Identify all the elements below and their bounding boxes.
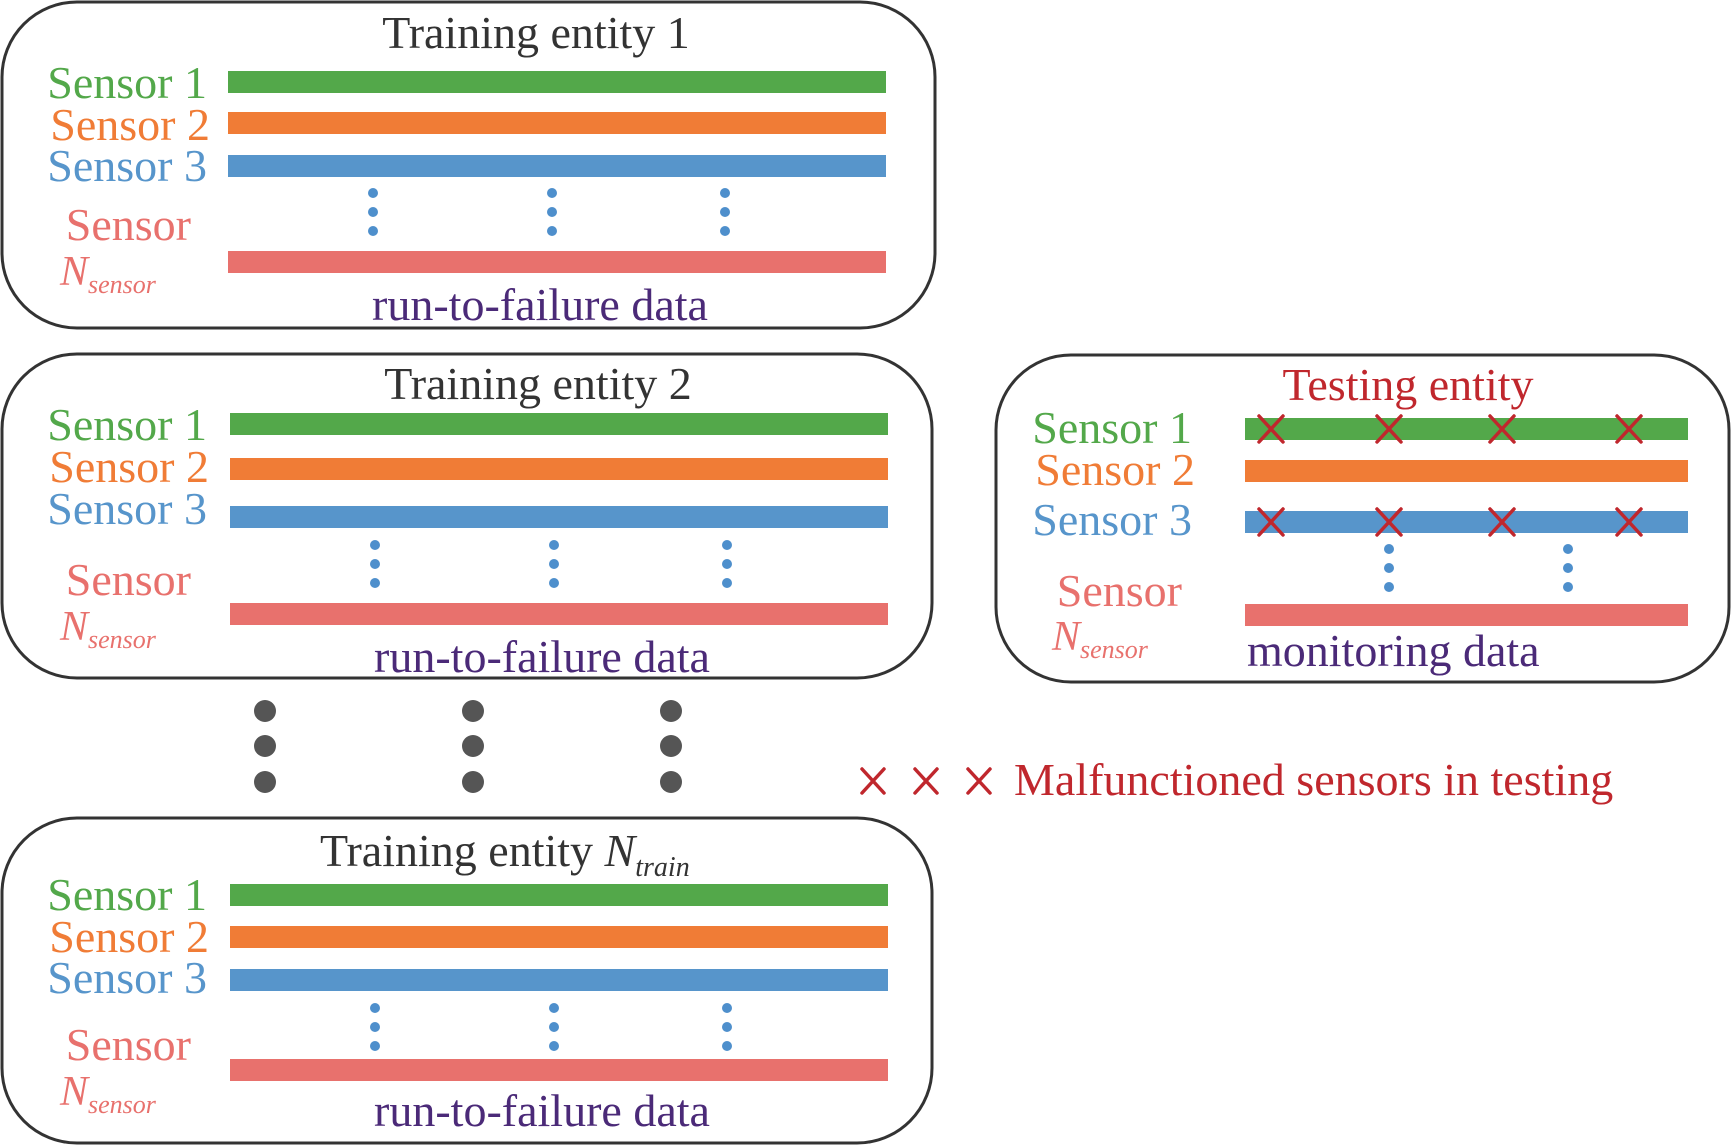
sensor-2-bar — [230, 458, 888, 480]
training-entity-1: Training entity 1 Sensor 1 Sensor 2 Sens… — [0, 0, 937, 330]
vertical-ellipsis-icon — [370, 540, 732, 588]
training-entity-1-title: Training entity 1 — [382, 7, 690, 58]
sensor-1-label: Sensor 1 — [47, 399, 207, 450]
sensor-2-label: Sensor 2 — [50, 99, 210, 150]
sensor-2-label: Sensor 2 — [1035, 444, 1195, 495]
sensor-n-label: Sensor — [1057, 565, 1182, 616]
sensor-3-bar — [230, 969, 888, 991]
training-entity-n: Training entity Ntrain Sensor 1 Sensor 2… — [0, 816, 934, 1145]
sensor-n-label: Sensor — [66, 554, 191, 605]
vertical-ellipsis-icon — [370, 1003, 732, 1051]
sensor-2-bar — [228, 112, 886, 134]
sensor-2-label: Sensor 2 — [49, 441, 209, 492]
sensor-n-symbol: Nsensor — [59, 1069, 157, 1119]
sensor-n-symbol: Nsensor — [1051, 614, 1149, 664]
vertical-ellipsis-icon — [368, 188, 730, 236]
training-entity-n-box — [0, 816, 934, 1145]
sensor-3-label: Sensor 3 — [47, 952, 207, 1003]
legend-text: Malfunctioned sensors in testing — [1014, 754, 1613, 805]
sensor-3-label: Sensor 3 — [47, 140, 207, 191]
more-entities-ellipsis-icon — [254, 700, 682, 793]
malfunction-cross-icon — [1257, 507, 1643, 537]
sensor-n-bar — [1245, 604, 1688, 626]
sensor-2-bar — [1245, 460, 1688, 482]
sensor-1-label: Sensor 1 — [47, 869, 207, 920]
sensor-3-bar — [1245, 511, 1688, 533]
sensor-1-bar — [228, 71, 886, 93]
data-label: run-to-failure data — [374, 1085, 710, 1136]
vertical-ellipsis-icon — [1384, 544, 1573, 592]
legend: Malfunctioned sensors in testing — [860, 754, 1613, 805]
sensor-1-bar — [230, 413, 888, 435]
sensor-3-bar — [228, 155, 886, 177]
training-entity-1-box — [0, 0, 937, 330]
sensor-3-label: Sensor 3 — [47, 483, 207, 534]
training-entity-n-title: Training entity Ntrain — [320, 825, 690, 883]
sensor-n-symbol: Nsensor — [59, 249, 157, 299]
malfunction-cross-icon — [1257, 414, 1643, 444]
malfunction-cross-icon — [860, 767, 992, 795]
testing-entity-box — [994, 353, 1731, 684]
training-entity-2: Training entity 2 Sensor 1 Sensor 2 Sens… — [0, 352, 934, 682]
sensor-3-label: Sensor 3 — [1032, 494, 1192, 545]
data-label: monitoring data — [1247, 625, 1540, 676]
sensor-n-bar — [228, 251, 886, 273]
sensor-n-bar — [230, 603, 888, 625]
sensor-n-symbol: Nsensor — [59, 604, 157, 654]
data-label: run-to-failure data — [374, 631, 710, 682]
sensor-2-bar — [230, 926, 888, 948]
sensor-1-bar — [1245, 418, 1688, 440]
sensor-n-label: Sensor — [66, 199, 191, 250]
training-entity-2-box — [0, 352, 934, 680]
sensor-3-bar — [230, 506, 888, 528]
training-entity-2-title: Training entity 2 — [384, 358, 692, 409]
sensor-n-label: Sensor — [66, 1019, 191, 1070]
testing-entity-title: Testing entity — [1282, 359, 1533, 410]
testing-entity: Testing entity Sensor 1 Sensor 2 Sensor … — [994, 353, 1731, 684]
sensor-1-label: Sensor 1 — [1032, 402, 1192, 453]
sensor-n-bar — [230, 1059, 888, 1081]
sensor-2-label: Sensor 2 — [49, 911, 209, 962]
sensor-1-label: Sensor 1 — [47, 57, 207, 108]
sensor-1-bar — [230, 884, 888, 906]
data-label: run-to-failure data — [372, 279, 708, 330]
